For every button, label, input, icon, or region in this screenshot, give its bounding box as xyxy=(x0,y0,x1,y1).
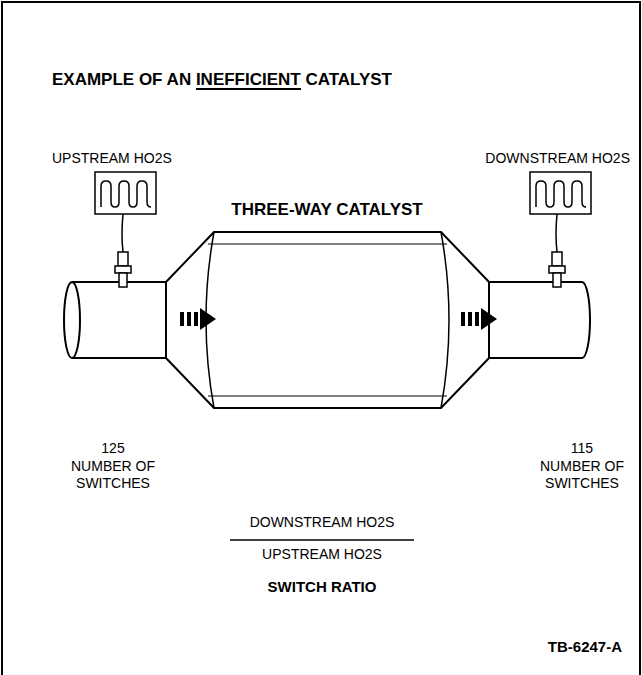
flow-arrow xyxy=(461,308,497,330)
oxygen-sensor xyxy=(115,214,131,287)
catalyst-seam xyxy=(206,232,449,408)
fraction-bar xyxy=(230,539,414,541)
catalyst-edge xyxy=(208,244,447,396)
waveform-box xyxy=(530,172,591,214)
inlet-pipe xyxy=(72,282,166,358)
outlet-pipe xyxy=(489,282,582,358)
numerator: DOWNSTREAM HO2S xyxy=(250,514,395,531)
count-label: NUMBER OF SWITCHES xyxy=(63,458,163,492)
count-label: NUMBER OF SWITCHES xyxy=(532,458,632,492)
switch-count: 125 xyxy=(101,440,124,457)
sensor-label: DOWNSTREAM HO2S xyxy=(485,150,630,167)
denominator: UPSTREAM HO2S xyxy=(262,546,382,563)
waveform xyxy=(536,181,586,207)
pipe-end xyxy=(582,282,590,358)
underline xyxy=(196,88,301,90)
flow-arrow xyxy=(180,308,216,330)
component-label: THREE-WAY CATALYST xyxy=(231,200,422,220)
pipe-end xyxy=(64,282,80,358)
waveform-box xyxy=(95,172,156,214)
oxygen-sensor xyxy=(549,214,565,287)
sensor-label: UPSTREAM HO2S xyxy=(52,150,172,167)
switch-count: 115 xyxy=(571,440,593,457)
catalyst-body xyxy=(166,232,489,408)
waveform xyxy=(101,181,151,207)
figure-number: TB-6247-A xyxy=(548,638,622,656)
ratio-label: SWITCH RATIO xyxy=(268,578,377,596)
